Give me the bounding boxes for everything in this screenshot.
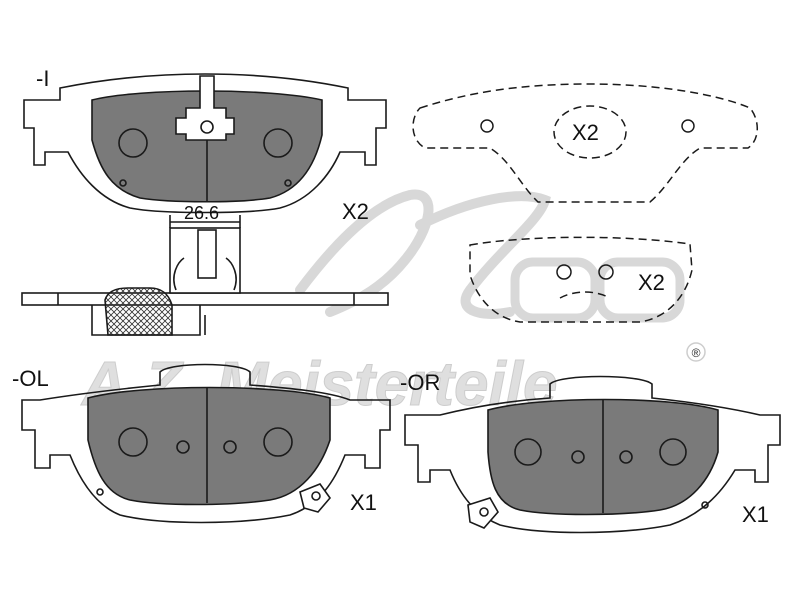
backing-plate-section — [21, 292, 389, 306]
rivet-hole — [176, 440, 190, 454]
part-id-inner: -I — [36, 66, 49, 91]
wear-sensor — [467, 497, 499, 529]
rivet-hole — [118, 427, 148, 457]
clip-rivet — [200, 120, 214, 134]
outer-right-brake-pad — [404, 375, 781, 534]
shim-upper-outline — [412, 83, 758, 203]
rivet-hole — [284, 179, 292, 187]
backing-plate — [21, 363, 391, 524]
outer-left-brake-pad — [21, 363, 391, 524]
rivet-hole — [701, 501, 709, 509]
shim-hole — [480, 119, 494, 133]
rivet-hole — [659, 438, 687, 466]
shim-outline-upper — [412, 83, 758, 203]
part-id-outer-right: -OR — [400, 370, 440, 395]
qty-outer-right: X1 — [742, 502, 769, 527]
rivet-hole — [263, 427, 293, 457]
shim-slot — [559, 291, 611, 299]
watermark-registered-mark: ® — [692, 346, 701, 360]
wear-sensor-pin — [479, 507, 489, 517]
rivet-hole — [619, 450, 633, 464]
hatched-insulator — [104, 287, 173, 336]
rivet-hole — [118, 128, 148, 158]
shim-outline-lower — [469, 236, 693, 323]
qty-outer-left: X1 — [350, 490, 377, 515]
qty-circle — [553, 105, 627, 159]
inner-brake-pad — [23, 73, 387, 214]
rivet-hole — [263, 128, 293, 158]
shim-lower-outline — [469, 236, 693, 323]
retaining-clip — [175, 75, 235, 141]
shim-hole — [598, 264, 614, 280]
shim-hole — [681, 119, 695, 133]
qty-shim-lower: X2 — [638, 270, 665, 295]
friction-material — [87, 386, 331, 506]
clip-spring — [173, 257, 237, 291]
pad-side-section — [21, 215, 389, 336]
wear-sensor-pin — [311, 491, 321, 501]
dimension-label: 26.6 — [184, 203, 219, 223]
qty-shim-upper: X2 — [572, 120, 599, 145]
wear-sensor — [299, 483, 332, 513]
part-id-outer-left: -OL — [12, 366, 49, 391]
rivet-hole — [571, 450, 585, 464]
rivet-hole — [119, 179, 127, 187]
rivet-hole — [96, 488, 104, 496]
qty-inner: X2 — [342, 199, 369, 224]
rivet-hole — [223, 440, 237, 454]
shim-hole — [556, 264, 572, 280]
rivet-hole — [514, 438, 542, 466]
clip-tab — [197, 229, 217, 279]
backing-plate — [23, 73, 387, 214]
